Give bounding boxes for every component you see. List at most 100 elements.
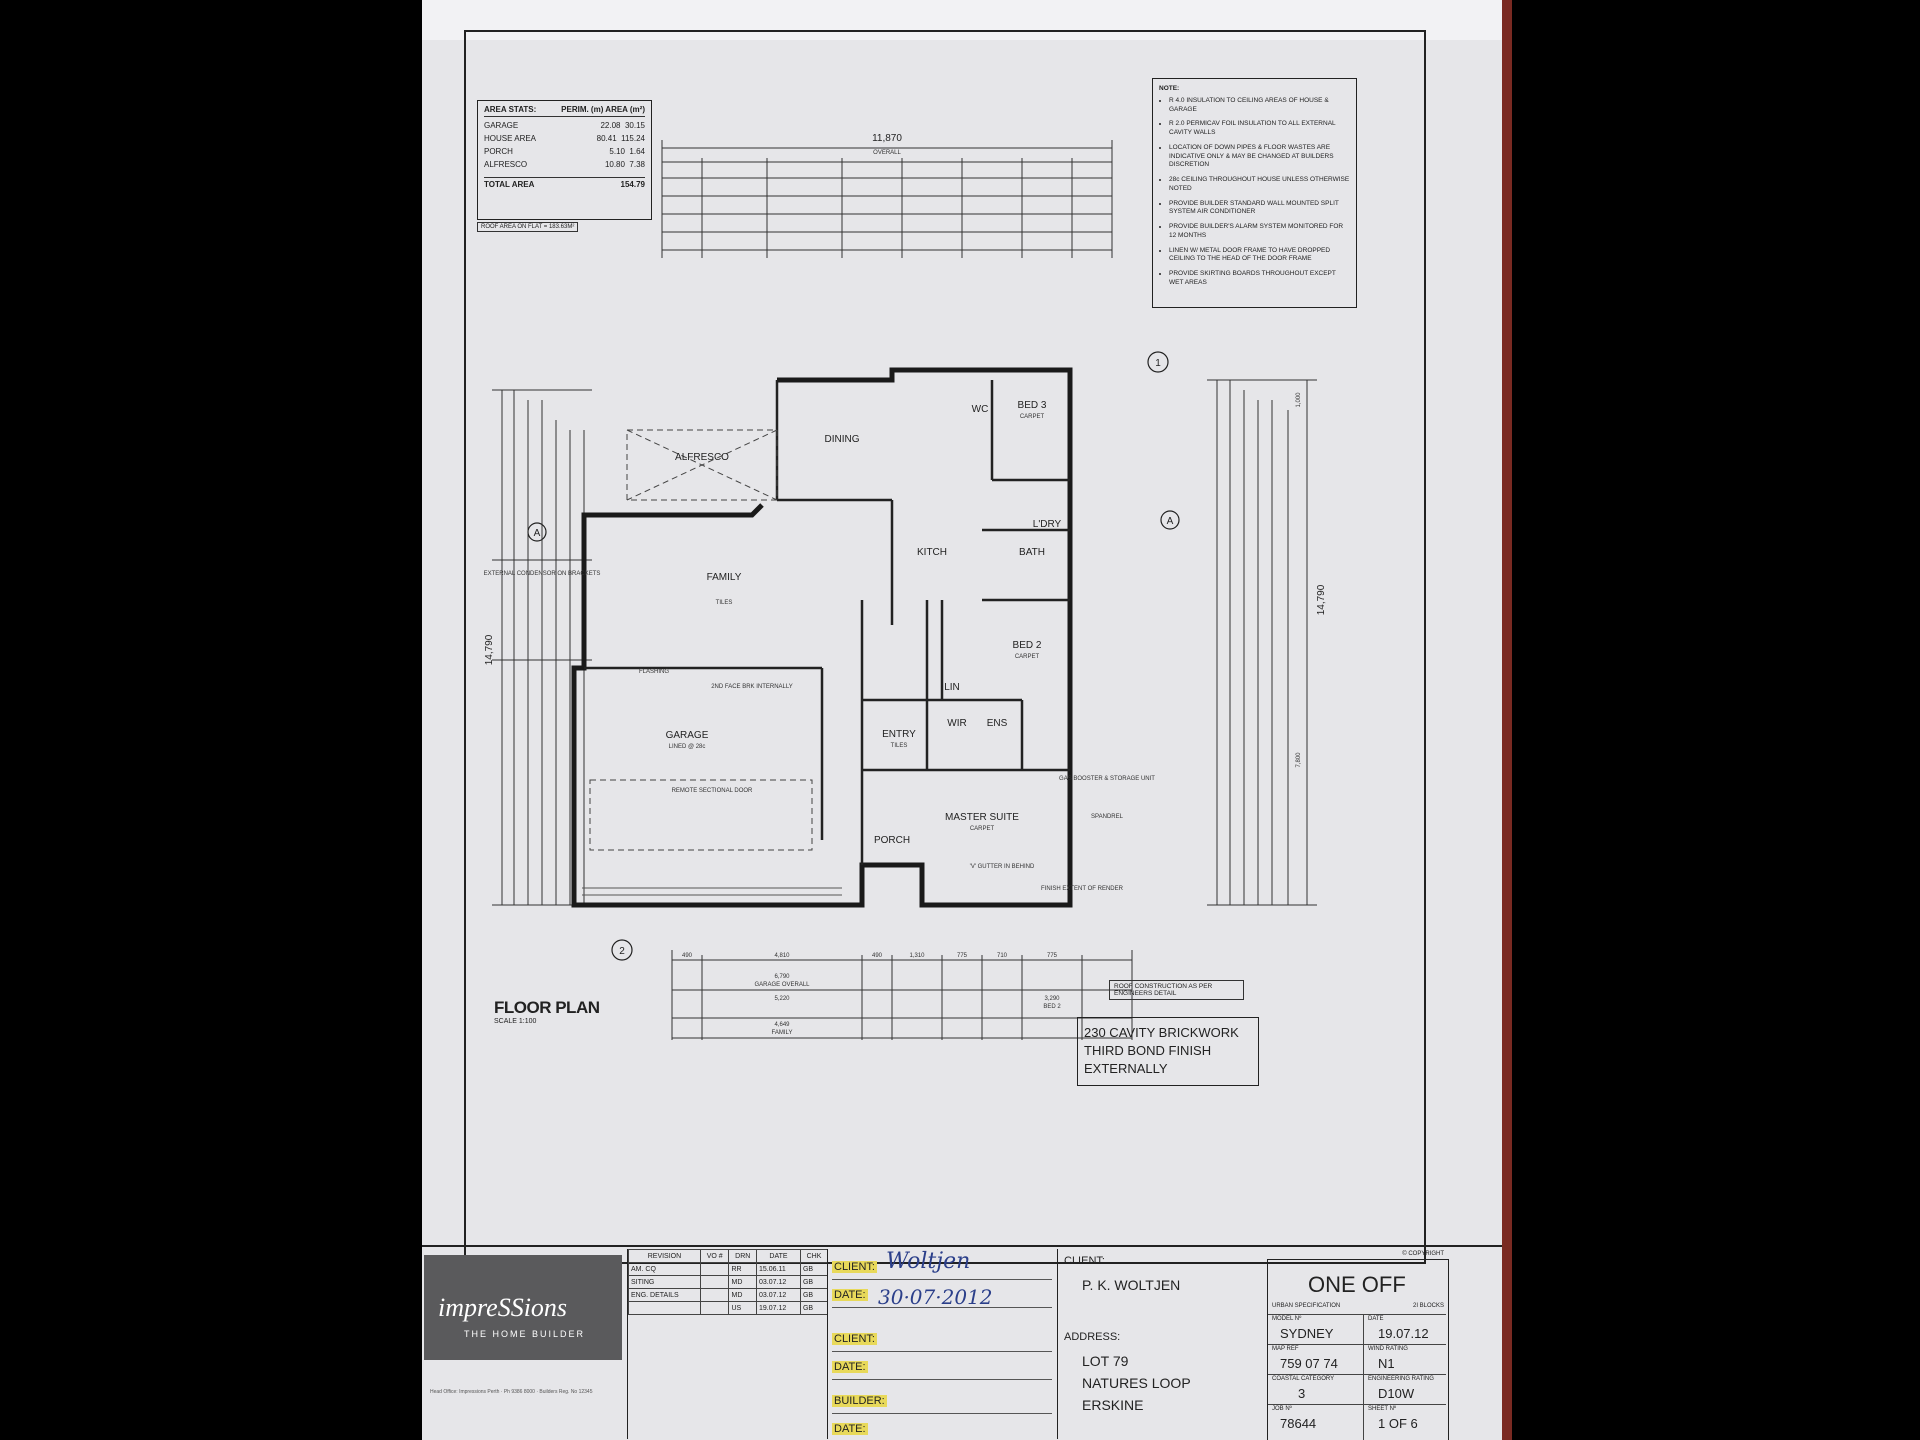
scale-label: SCALE 1:100 bbox=[494, 1018, 537, 1025]
revision-header: CHK bbox=[799, 1249, 829, 1263]
area-row-label: ALFRESCO bbox=[484, 160, 528, 169]
floor-plan-drawing: 11,870 OVERALL 14,790 bbox=[484, 133, 1327, 1040]
family-finish: TILES bbox=[716, 600, 733, 606]
revision-chk: GB bbox=[799, 1262, 829, 1276]
room-lin: LIN bbox=[944, 682, 960, 693]
brickwork-note: 230 CAVITY BRICKWORK THIRD BOND FINISH E… bbox=[1077, 1017, 1259, 1086]
revision-drn: US bbox=[728, 1301, 757, 1315]
room-alfresco: ALFRESCO bbox=[675, 452, 729, 463]
wind-label: WIND RATING bbox=[1368, 1346, 1408, 1352]
job-no-label: JOB Nº bbox=[1272, 1406, 1292, 1412]
date-label: DATE bbox=[1368, 1316, 1384, 1322]
client-info: CLIENT: P. K. WOLTJEN ADDRESS: LOT 79 NA… bbox=[1057, 1249, 1268, 1439]
note-item: LOCATION OF DOWN PIPES & FLOOR WASTES AR… bbox=[1169, 144, 1350, 170]
divider bbox=[1268, 1314, 1446, 1315]
copyright: © COPYRIGHT bbox=[1402, 1251, 1444, 1257]
remote-door-label: REMOTE SECTIONAL DOOR bbox=[672, 788, 753, 794]
model-label: MODEL Nº bbox=[1272, 1316, 1302, 1322]
sheet-value: 1 OF 6 bbox=[1378, 1416, 1418, 1431]
area-row: ALFRESCO 10.80 7.38 bbox=[484, 160, 645, 169]
handwritten-date: 30·07·2012 bbox=[878, 1285, 993, 1309]
sign-date3-label: DATE: bbox=[832, 1423, 868, 1435]
brickwork-line: EXTERNALLY bbox=[1084, 1061, 1168, 1077]
bottom-label: 4,649 bbox=[774, 1022, 790, 1028]
sign-builder-label: BUILDER: bbox=[832, 1395, 887, 1407]
revision-chk: GB bbox=[799, 1275, 829, 1289]
bottom-dimension-strings bbox=[671, 950, 1133, 1040]
notes-title: NOTE: bbox=[1159, 85, 1180, 92]
coastal-label: COASTAL CATEGORY bbox=[1272, 1376, 1335, 1382]
elevation-marker-2: 2 bbox=[611, 939, 633, 961]
notes-box: NOTE: R 4.0 INSULATION TO CEILING AREAS … bbox=[1152, 78, 1357, 308]
section-marker-right: A bbox=[1160, 510, 1180, 530]
revision-chk: GB bbox=[799, 1301, 829, 1315]
wind-value: N1 bbox=[1378, 1356, 1395, 1371]
sign-line bbox=[832, 1351, 1052, 1352]
revision-header: VO # bbox=[699, 1249, 730, 1263]
client-label: CLIENT: bbox=[1064, 1255, 1105, 1267]
handwritten-signature: Woltjen bbox=[886, 1249, 971, 1274]
bottom-label: FAMILY bbox=[772, 1030, 793, 1036]
drawing-sheet: AREA STATS: PERIM. (m) AREA (m²) GARAGE … bbox=[422, 0, 1502, 1440]
bottom-dim: 490 bbox=[682, 953, 693, 959]
sign-date2-label: DATE: bbox=[832, 1361, 868, 1373]
spandrel-note: SPANDREL bbox=[1091, 814, 1124, 820]
divider bbox=[1268, 1374, 1446, 1375]
logo-footer: Head Office: Impressions Perth · Ph 9386… bbox=[430, 1389, 593, 1395]
bottom-label: 3,290 bbox=[1044, 996, 1060, 1002]
bottom-dim: 4,810 bbox=[774, 953, 790, 959]
revision-row: ENG. DETAILS MD 03.07.12 GB bbox=[628, 1288, 829, 1302]
bottom-dim: 1,310 bbox=[909, 953, 925, 959]
area-row-perim: 80.41 bbox=[596, 134, 617, 143]
job-spec: URBAN SPECIFICATION bbox=[1272, 1303, 1341, 1309]
area-stats-header: AREA STATS: PERIM. (m) AREA (m²) bbox=[484, 105, 645, 117]
note-item: R 4.0 INSULATION TO CEILING AREAS OF HOU… bbox=[1169, 97, 1350, 115]
bed3-finish: CARPET bbox=[1020, 414, 1045, 420]
paper-fold bbox=[422, 0, 1502, 40]
floor-plan-title: FLOOR PLAN bbox=[494, 998, 600, 1017]
sign-line bbox=[832, 1413, 1052, 1414]
note-item: PROVIDE BUILDER'S ALARM SYSTEM MONITORED… bbox=[1169, 223, 1350, 241]
room-wc: WC bbox=[972, 404, 989, 415]
revision-header-row: REVISION VO # DRN DATE CHK bbox=[628, 1249, 829, 1263]
sign-date-label: DATE: bbox=[832, 1289, 868, 1301]
address-line: LOT 79 bbox=[1082, 1353, 1129, 1369]
room-master-suite: MASTER SUITE bbox=[945, 812, 1019, 823]
room-entry: ENTRY bbox=[882, 729, 916, 740]
revision-name: ENG. DETAILS bbox=[628, 1288, 701, 1302]
revision-name: AM. CQ bbox=[628, 1262, 701, 1276]
room-garage: GARAGE bbox=[666, 730, 709, 741]
top-overall-dim: 11,870 bbox=[872, 133, 902, 144]
room-porch: PORCH bbox=[874, 835, 910, 846]
right-dim: 1,000 bbox=[1296, 392, 1302, 408]
room-bed3: BED 3 bbox=[1018, 400, 1047, 411]
revision-header: DRN bbox=[728, 1249, 757, 1263]
job-storeys: 2I BLOCKS bbox=[1412, 1303, 1444, 1309]
room-wir: WIR bbox=[947, 718, 966, 729]
top-dimension-strings bbox=[661, 140, 1113, 258]
revision-date: 03.07.12 bbox=[756, 1275, 801, 1289]
divider bbox=[1363, 1314, 1364, 1440]
area-total-label: TOTAL AREA bbox=[484, 180, 535, 189]
model-value: SYDNEY bbox=[1280, 1326, 1334, 1341]
eng-label: ENGINEERING RATING bbox=[1368, 1376, 1434, 1382]
bottom-dim: 710 bbox=[997, 953, 1008, 959]
roof-construction-note: ROOF CONSTRUCTION AS PER ENGINEERS DETAI… bbox=[1109, 980, 1244, 1000]
room-bed2: BED 2 bbox=[1013, 640, 1042, 651]
area-row-label: HOUSE AREA bbox=[484, 134, 537, 143]
revision-row: AM. CQ RR 15.06.11 GB bbox=[628, 1262, 829, 1276]
revision-vo bbox=[699, 1288, 730, 1302]
divider bbox=[1268, 1344, 1446, 1345]
area-row-perim: 5.10 bbox=[609, 147, 625, 156]
garage-lining: LINED @ 28c bbox=[669, 744, 706, 750]
condensor-note: EXTERNAL CONDENSOR ON BRACKETS bbox=[484, 571, 601, 577]
section-marker-left: A bbox=[527, 522, 547, 542]
room-family: FAMILY bbox=[707, 572, 742, 583]
note-item: PROVIDE SKIRTING BOARDS THROUGHOUT EXCEP… bbox=[1169, 270, 1350, 288]
revision-name: SITING bbox=[628, 1275, 701, 1289]
left-overall-dim: 14,790 bbox=[484, 634, 495, 665]
entry-finish: TILES bbox=[891, 743, 908, 749]
address-label: ADDRESS: bbox=[1064, 1331, 1121, 1343]
area-row-label: PORCH bbox=[484, 147, 513, 156]
bottom-dim: 775 bbox=[957, 953, 968, 959]
